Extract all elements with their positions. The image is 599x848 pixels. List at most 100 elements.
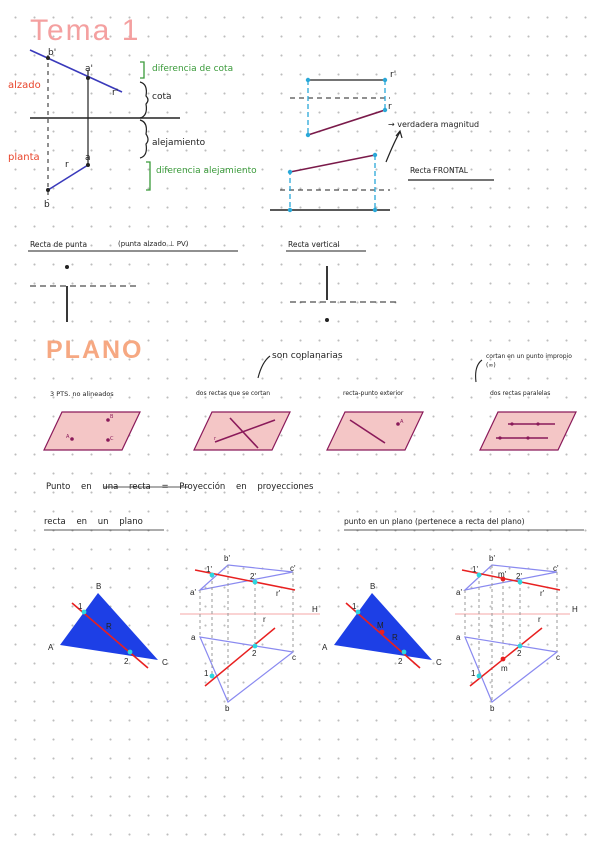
label-pl-bp: b'	[224, 554, 230, 563]
label-recta-punta-note: (punta alzado ⊥ PV)	[118, 240, 189, 248]
label-tri-left-R: R	[106, 622, 112, 631]
label-b: b	[44, 200, 50, 210]
label-pl-r: r	[263, 615, 266, 624]
label-tri-left-1: 1	[78, 602, 83, 611]
label-a-prime: a'	[85, 64, 93, 74]
projection-right	[455, 564, 570, 703]
recta-punta-alzado-dot	[65, 265, 69, 269]
note-punto-en-plano: punto en un plano (pertenece a recta del…	[344, 517, 525, 526]
plane1-label-B: B	[110, 414, 114, 420]
label-a: a	[85, 153, 91, 163]
label-tri-right-A: A	[322, 643, 328, 652]
label-b-prime: b'	[48, 48, 57, 58]
label-r-prime: r'	[112, 88, 119, 98]
label-pl-H: H	[312, 605, 318, 614]
bracket-dif-alejamiento	[146, 161, 151, 191]
caption-recta-punto-exterior: recta-punto exterior	[343, 390, 404, 397]
label-pr-mp: m'	[498, 570, 507, 579]
label-pl-cp: c'	[290, 564, 296, 573]
label-cota: cota	[152, 92, 172, 102]
plane3-label-A: A	[400, 419, 404, 425]
bracket-cota	[139, 81, 149, 119]
plano-examples	[43, 355, 577, 451]
plano-title: PLANO	[46, 336, 144, 364]
caption-dos-rectas-cortan: dos rectas que se cortan	[196, 390, 271, 397]
label-pr-bp: b'	[489, 554, 495, 563]
caption-3-pts: 3 PTS. no alineados	[50, 390, 114, 398]
triangle-abc-right	[334, 593, 432, 660]
label-r: r	[65, 160, 69, 170]
label-alzado: alzado	[8, 80, 41, 91]
plane-3	[326, 411, 424, 451]
label-pr-m: m	[501, 664, 508, 673]
label-alejamiento: alejamiento	[152, 138, 206, 148]
figure-labels: B A C 1 2 R b' 1' 2' c' a' r' H a r 2 c …	[48, 554, 578, 713]
label-pr-2p: 2'	[516, 572, 522, 581]
label-dif-alejamiento: diferencia alejamiento	[156, 166, 257, 176]
label-pr-rp: r'	[540, 589, 545, 598]
label-pl-c: c	[292, 653, 296, 662]
label-tri-right-2: 2	[398, 657, 403, 666]
triangle-right	[334, 593, 432, 669]
section2-diagrams	[28, 250, 400, 322]
label-tri-right-1: 1	[352, 602, 357, 611]
point-b	[46, 188, 50, 192]
note-recta-en-plano: recta en un plano	[44, 517, 143, 527]
label-recta-frontal: Recta FRONTAL	[410, 166, 468, 175]
label-pr-c: c	[556, 653, 560, 662]
label-right-r: r	[388, 102, 392, 112]
plane1-label-C: C	[110, 436, 114, 442]
line-planta	[47, 164, 89, 191]
label-tri-right-B: B	[370, 582, 375, 591]
label-pl-ap: a'	[190, 588, 196, 597]
label-pl-a: a	[191, 633, 196, 642]
label-pl-rp: r'	[276, 589, 281, 598]
label-pl-1: 1	[204, 669, 209, 678]
point-a-prime	[86, 76, 90, 80]
bracket-alejamiento	[139, 119, 149, 159]
label-pr-cp: c'	[553, 564, 559, 573]
label-pr-1p: 1'	[472, 565, 478, 574]
label-tri-left-C: C	[162, 658, 168, 667]
label-tri-left-A: A	[48, 643, 54, 652]
section1-right-diagram	[270, 77, 494, 213]
label-tri-left-B: B	[96, 582, 101, 591]
label-pl-2: 2	[252, 649, 257, 658]
label-pr-H: H	[572, 605, 578, 614]
line-alzado	[29, 49, 123, 93]
label-pl-2p: 2'	[250, 572, 256, 581]
point-a	[86, 163, 90, 167]
label-coplanarias: son coplanarias	[272, 351, 343, 361]
plane2-label-r: r	[214, 436, 217, 442]
label-right-r-prime: r'	[390, 70, 397, 80]
label-pr-1: 1	[471, 669, 476, 678]
triangle-left	[60, 593, 158, 669]
label-tri-right-M: M	[377, 621, 384, 630]
section1-left-diagram	[29, 49, 180, 200]
label-tri-right-R: R	[392, 633, 398, 642]
label-pr-a: a	[456, 633, 461, 642]
label-cortan-impropio: cortan en un punto impropio (∞)	[486, 353, 572, 369]
plane-1	[43, 411, 141, 451]
point-b-prime	[46, 56, 50, 60]
plane-4	[479, 411, 577, 451]
label-recta-vertical: Recta vertical	[288, 240, 340, 249]
plane1-label-A: A	[66, 434, 70, 440]
label-recta-punta: Recta de punta	[30, 240, 88, 249]
arrow-curve	[385, 131, 401, 163]
label-tri-left-2: 2	[124, 657, 129, 666]
page-title: Tema 1	[30, 14, 141, 47]
note-punto-en-recta: Punto en una recta = Proyección en proye…	[46, 482, 314, 492]
label-pr-r: r	[538, 615, 541, 624]
triangle-abc-left	[60, 593, 158, 660]
label-pr-b: b	[490, 704, 495, 713]
label-pl-1p: 1'	[206, 565, 212, 574]
label-planta: planta	[8, 152, 40, 163]
label-pr-ap: a'	[456, 588, 462, 597]
caption-dos-rectas-paralelas: dos rectas paralelas	[490, 390, 551, 397]
projection-left	[180, 564, 320, 703]
label-verdadera-magnitud: → verdadera magnitud	[388, 120, 480, 129]
label-pl-b: b	[225, 704, 230, 713]
label-tri-right-C: C	[436, 658, 442, 667]
bracket-dif-cota	[140, 61, 145, 79]
